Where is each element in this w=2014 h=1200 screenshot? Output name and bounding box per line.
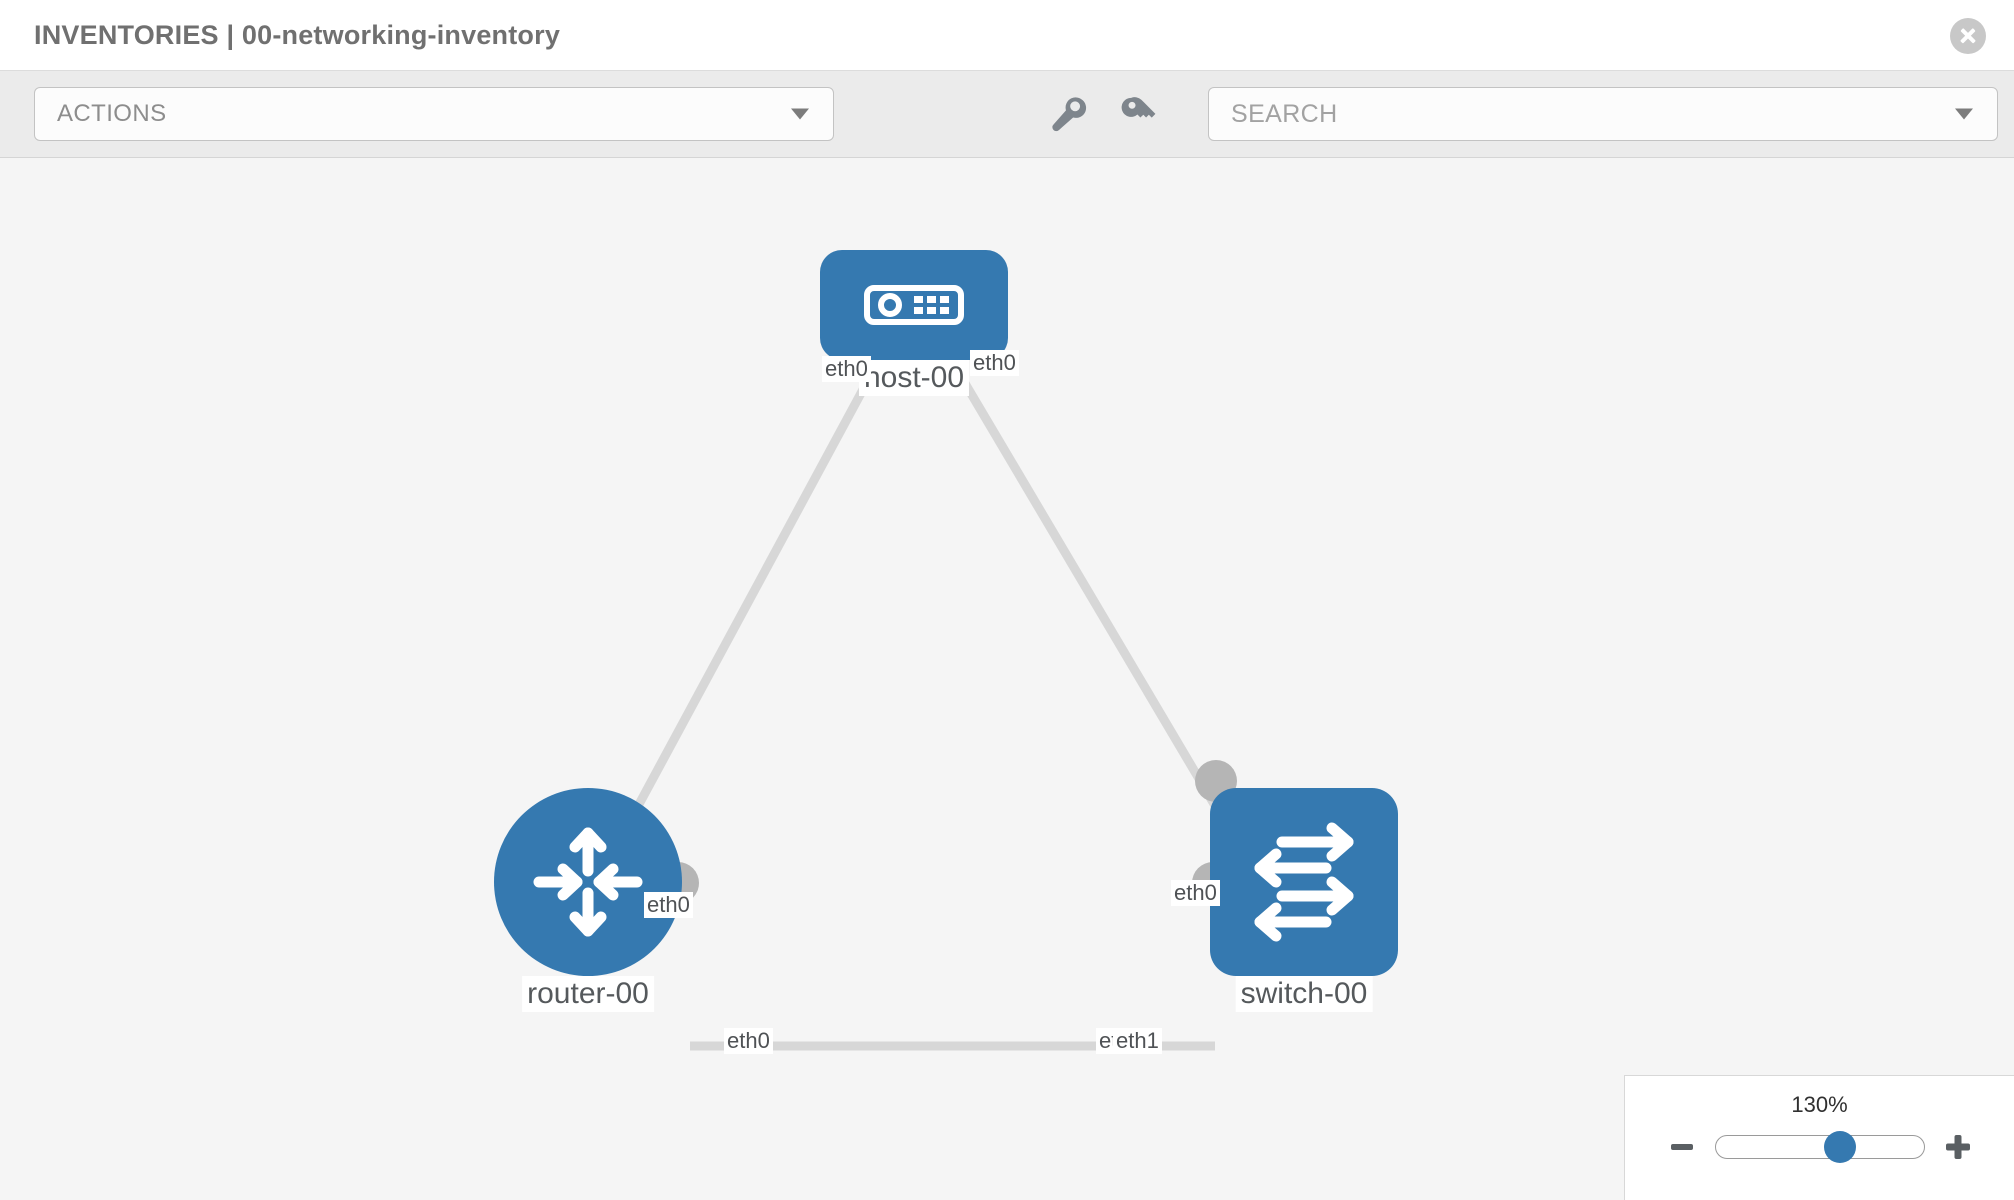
wrench-icon[interactable] (1046, 92, 1090, 136)
page-title: INVENTORIES | 00-networking-inventory (34, 19, 561, 50)
node-label-host-00: host-00 (858, 360, 970, 396)
node-router-00[interactable]: router-00 (494, 788, 699, 1012)
chevron-down-icon (791, 108, 809, 120)
zoom-slider[interactable] (1714, 1131, 1925, 1163)
edge-label-switch-left-eth1: eth1 (1113, 1028, 1162, 1054)
chevron-down-icon[interactable] (1955, 108, 1973, 120)
search-input[interactable]: SEARCH (1231, 99, 1338, 128)
page-header: INVENTORIES | 00-networking-inventory (0, 0, 2014, 70)
edge-label-router-right: eth0 (724, 1028, 773, 1054)
node-switch-00[interactable]: switch-00 (1192, 760, 1398, 1012)
router-node-shape[interactable] (494, 788, 682, 976)
edge-label-host-right: eth0 (970, 350, 1019, 376)
zoom-slider-thumb[interactable] (1824, 1131, 1857, 1163)
node-host-00[interactable]: host-00 (820, 250, 1008, 396)
zoom-control-panel: 130% (1624, 1075, 2014, 1200)
switch-arrows-icon (1254, 822, 1354, 942)
search-field[interactable]: SEARCH (1208, 87, 1998, 141)
minus-icon[interactable] (1667, 1132, 1697, 1162)
edge-label-host-left: eth0 (822, 356, 871, 382)
zoom-control-row (1625, 1131, 2014, 1163)
key-icon[interactable] (1116, 92, 1160, 136)
edge-label-router-up: eth0 (644, 892, 693, 918)
close-icon[interactable] (1950, 18, 1986, 54)
host-node-shape[interactable] (820, 250, 1008, 360)
actions-dropdown[interactable]: ACTIONS (34, 87, 834, 141)
router-arrows-icon (533, 827, 643, 937)
switch-node-shape[interactable] (1210, 788, 1398, 976)
actions-dropdown-label: ACTIONS (57, 100, 167, 127)
toolbar-icon-group (1046, 92, 1160, 136)
server-icon (864, 285, 964, 325)
link-host00-switch00[interactable] (946, 355, 1244, 851)
node-label-switch-00: switch-00 (1235, 976, 1373, 1012)
zoom-level-value: 130% (1791, 1092, 1848, 1117)
node-label-router-00: router-00 (522, 976, 654, 1012)
link-host00-router00[interactable] (606, 355, 884, 861)
plus-icon[interactable] (1943, 1132, 1973, 1162)
edge-label-switch-up: eth0 (1171, 880, 1220, 906)
topology-canvas[interactable]: host-00 route (0, 158, 2014, 1200)
toolbar: ACTIONS SEARCH (0, 70, 2014, 158)
